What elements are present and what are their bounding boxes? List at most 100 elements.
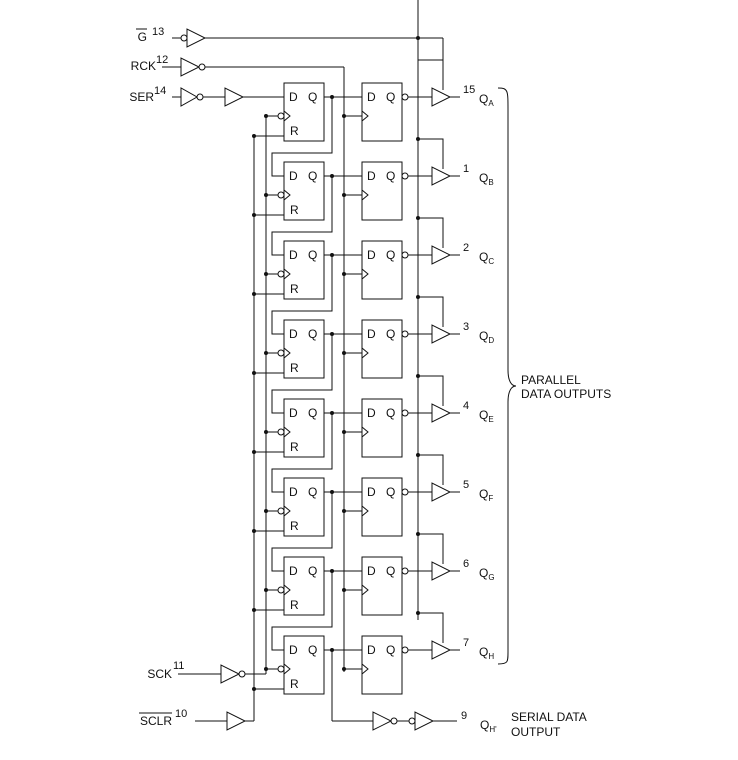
shift-ff-q: Q: [308, 485, 317, 499]
serial-output-pin: 9: [461, 710, 467, 722]
shift-ff-d: D: [289, 643, 298, 657]
output-pin: 15: [463, 84, 475, 96]
storage-ff-d: D: [367, 327, 376, 341]
shift-ff-d: D: [289, 564, 298, 578]
sck-buffer: [220, 664, 241, 684]
storage-flipflop: [361, 556, 403, 616]
shift-ff-q: Q: [308, 169, 317, 183]
shift-ff-r: R: [290, 440, 299, 454]
rck-inverter: [180, 57, 201, 77]
input-g: G 13: [136, 26, 164, 44]
input-sclr: SCLR 10: [139, 708, 187, 728]
output-pin: 4: [463, 400, 469, 412]
shift-flipflop: [283, 635, 325, 695]
shift-flipflop: [283, 477, 325, 537]
storage-ff-q: Q: [386, 248, 395, 262]
output-buffer: [431, 87, 452, 107]
output-q-label: QC: [479, 250, 494, 266]
output-buffer: [431, 403, 452, 423]
output-buffer: [431, 245, 452, 265]
storage-ff-q: Q: [386, 90, 395, 104]
storage-ff-d: D: [367, 248, 376, 262]
serial-output-q: QH': [480, 718, 497, 734]
sclr-pin: 10: [175, 708, 187, 720]
parallel-label-2: DATA OUTPUTS: [521, 387, 611, 401]
sck-label: SCK: [147, 667, 172, 681]
ser-buffer: [224, 87, 245, 107]
storage-ff-d: D: [367, 169, 376, 183]
storage-flipflop: [361, 82, 403, 142]
storage-ff-q: Q: [386, 485, 395, 499]
shift-ff-q: Q: [308, 406, 317, 420]
output-q-label: QB: [479, 171, 494, 187]
storage-ff-q: Q: [386, 169, 395, 183]
output-pin: 2: [463, 242, 469, 254]
output-buffer: [431, 640, 452, 660]
output-q-label: QG: [479, 566, 495, 582]
output-buffer: [431, 561, 452, 581]
shift-flipflop: [283, 556, 325, 616]
output-pin: 1: [463, 163, 469, 175]
storage-flipflop: [361, 161, 403, 221]
input-sck: SCK 11: [147, 660, 184, 681]
storage-flipflop: [361, 635, 403, 695]
ser-pin: 14: [154, 85, 166, 97]
storage-flipflop: [361, 477, 403, 537]
ser-inverter: [180, 87, 199, 107]
shift-ff-d: D: [289, 169, 298, 183]
storage-ff-d: D: [367, 90, 376, 104]
rck-label: RCK: [131, 59, 156, 73]
shift-ff-d: D: [289, 248, 298, 262]
output-pin: 3: [463, 321, 469, 333]
shift-ff-r: R: [290, 361, 299, 375]
serial-inverter: [372, 711, 393, 731]
storage-ff-d: D: [367, 406, 376, 420]
storage-ff-q: Q: [386, 327, 395, 341]
shift-ff-q: Q: [308, 643, 317, 657]
serial-output-buffer: [414, 711, 435, 731]
rck-pin: 12: [156, 54, 168, 66]
shift-ff-q: Q: [308, 327, 317, 341]
output-buffer: [431, 166, 452, 186]
shift-ff-q: Q: [308, 90, 317, 104]
shift-ff-d: D: [289, 406, 298, 420]
sclr-buffer: [226, 711, 247, 731]
shift-ff-d: D: [289, 327, 298, 341]
input-rck: RCK 12: [131, 54, 169, 73]
shift-ff-r: R: [290, 519, 299, 533]
output-q-label: QA: [479, 92, 494, 108]
sclr-label: SCLR: [140, 714, 172, 728]
shift-flipflop: [283, 161, 325, 221]
shift-ff-r: R: [290, 598, 299, 612]
shift-ff-d: D: [289, 485, 298, 499]
storage-flipflop: [361, 240, 403, 300]
shift-ff-q: Q: [308, 564, 317, 578]
storage-ff-q: Q: [386, 564, 395, 578]
serial-output-label-1: SERIAL DATA: [511, 710, 587, 724]
parallel-output-brace: [497, 87, 517, 665]
input-ser: SER 14: [129, 85, 166, 104]
shift-flipflop: [283, 240, 325, 300]
shift-ff-r: R: [290, 677, 299, 691]
output-q-label: QE: [479, 408, 494, 424]
output-buffer: [431, 324, 452, 344]
shift-ff-r: R: [290, 203, 299, 217]
storage-ff-d: D: [367, 643, 376, 657]
storage-flipflop: [361, 398, 403, 458]
shift-flipflop: [283, 319, 325, 379]
shift-ff-r: R: [290, 124, 299, 138]
output-q-label: QF: [479, 487, 493, 503]
serial-output-label-2: OUTPUT: [511, 725, 561, 739]
output-pin: 7: [463, 637, 469, 649]
output-q-label: QH: [479, 645, 494, 661]
g-label: G: [138, 30, 147, 44]
